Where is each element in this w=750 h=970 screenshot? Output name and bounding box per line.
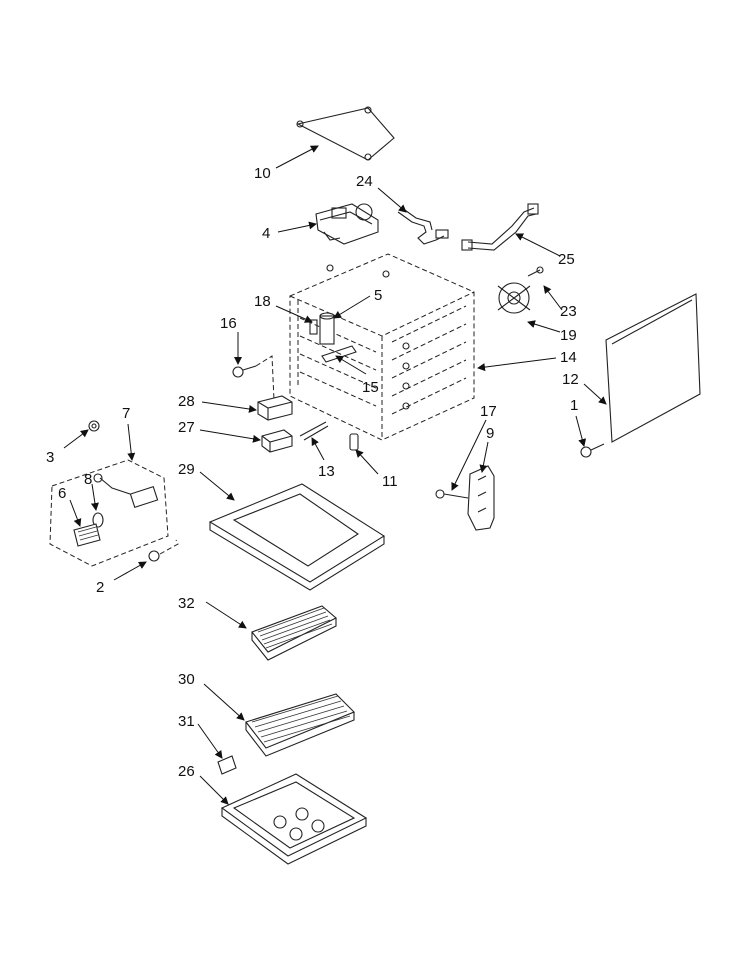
callout-10: 10 bbox=[254, 165, 271, 182]
part-12-side-panel bbox=[605, 293, 701, 443]
part-30-burner-rack bbox=[245, 693, 355, 757]
part-27-box bbox=[261, 429, 293, 453]
callout-1: 1 bbox=[570, 397, 578, 414]
part-29-frame bbox=[208, 483, 386, 591]
part-1-screw bbox=[580, 443, 605, 458]
callout-17: 17 bbox=[480, 403, 497, 420]
callout-5: 5 bbox=[374, 287, 382, 304]
callout-13: 13 bbox=[318, 463, 335, 480]
callout-labels: 10 24 4 25 5 18 23 16 19 14 15 12 28 1 7… bbox=[46, 165, 579, 780]
callout-29: 29 bbox=[178, 461, 195, 478]
callout-25: 25 bbox=[558, 251, 575, 268]
callout-8: 8 bbox=[84, 471, 92, 488]
callout-24: 24 bbox=[356, 173, 373, 190]
part-16-screw bbox=[232, 355, 275, 401]
callout-19: 19 bbox=[560, 327, 577, 344]
callout-26: 26 bbox=[178, 763, 195, 780]
callout-23: 23 bbox=[560, 303, 577, 320]
part-32-burner-rack bbox=[251, 605, 337, 661]
callout-31: 31 bbox=[178, 713, 195, 730]
part-7-harness-group bbox=[49, 459, 169, 567]
callout-18: 18 bbox=[254, 293, 271, 310]
callout-32: 32 bbox=[178, 595, 195, 612]
part-6-label bbox=[73, 523, 101, 547]
part-26-tray bbox=[220, 773, 368, 865]
callout-3: 3 bbox=[46, 449, 54, 466]
part-14-oven-cavity bbox=[289, 253, 475, 441]
part-5-burner-tube bbox=[319, 312, 335, 345]
leader-lines bbox=[63, 145, 607, 805]
part-31-small-bracket bbox=[217, 755, 237, 775]
part-13-rod bbox=[299, 421, 329, 441]
callout-9: 9 bbox=[486, 425, 494, 442]
part-18-orifice bbox=[309, 319, 318, 335]
part-25-gas-tube bbox=[461, 203, 539, 251]
callout-4: 4 bbox=[262, 225, 270, 242]
part-23-19-igniter-plate bbox=[497, 266, 544, 314]
part-24-elbow-fitting bbox=[397, 207, 449, 245]
part-2-screw bbox=[148, 539, 179, 562]
part-17-screw bbox=[435, 489, 469, 499]
part-3-screw bbox=[88, 420, 100, 432]
part-10-top-plate bbox=[296, 106, 395, 161]
callout-12: 12 bbox=[562, 371, 579, 388]
callout-11: 11 bbox=[382, 473, 398, 490]
part-15-bracket bbox=[321, 345, 357, 363]
part-11-clip bbox=[349, 433, 359, 451]
callout-7: 7 bbox=[122, 405, 130, 422]
callout-28: 28 bbox=[178, 393, 195, 410]
part-9-bracket bbox=[467, 465, 495, 531]
callout-16: 16 bbox=[220, 315, 237, 332]
part-4-valve-assembly bbox=[315, 203, 379, 245]
part-28-box bbox=[257, 395, 293, 421]
callout-6: 6 bbox=[58, 485, 66, 502]
callout-27: 27 bbox=[178, 419, 195, 436]
callout-2: 2 bbox=[96, 579, 104, 596]
part-8-bulb bbox=[92, 512, 104, 528]
callout-14: 14 bbox=[560, 349, 577, 366]
callout-30: 30 bbox=[178, 671, 195, 688]
callout-15: 15 bbox=[362, 379, 379, 396]
